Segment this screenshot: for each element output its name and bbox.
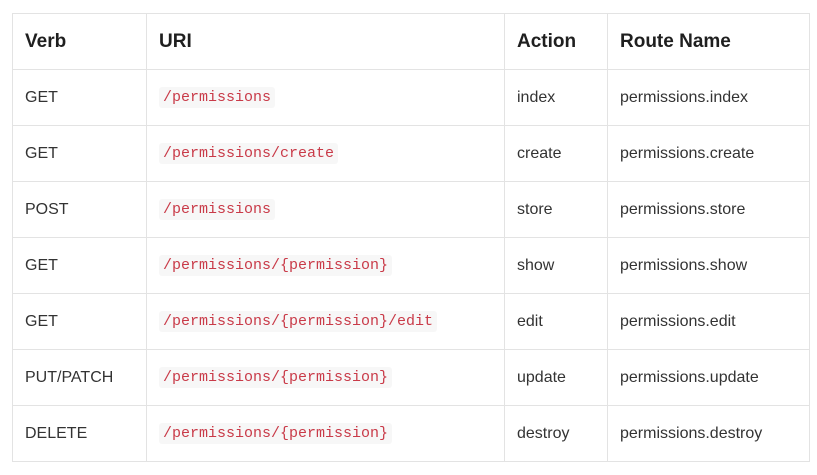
cell-uri: /permissions xyxy=(146,69,505,126)
cell-route-name: permissions.index xyxy=(607,69,810,126)
header-verb: Verb xyxy=(12,13,147,70)
table-row: POST /permissions store permissions.stor… xyxy=(12,181,810,238)
cell-route-name: permissions.edit xyxy=(607,293,810,350)
uri-code: /permissions xyxy=(159,199,276,220)
cell-uri: /permissions/{permission} xyxy=(146,405,505,462)
cell-verb: PUT/PATCH xyxy=(12,349,147,406)
header-row: Verb URI Action Route Name xyxy=(12,13,810,70)
cell-route-name: permissions.update xyxy=(607,349,810,406)
cell-verb: GET xyxy=(12,125,147,182)
cell-verb: GET xyxy=(12,69,147,126)
cell-verb: GET xyxy=(12,237,147,294)
cell-uri: /permissions/{permission} xyxy=(146,237,505,294)
table-header: Verb URI Action Route Name xyxy=(12,13,810,70)
cell-action: index xyxy=(504,69,608,126)
table-row: PUT/PATCH /permissions/{permission} upda… xyxy=(12,349,810,406)
cell-route-name: permissions.destroy xyxy=(607,405,810,462)
cell-action: store xyxy=(504,181,608,238)
cell-verb: DELETE xyxy=(12,405,147,462)
cell-verb: POST xyxy=(12,181,147,238)
resource-routes-table: Verb URI Action Route Name GET /permissi… xyxy=(12,13,810,462)
header-uri: URI xyxy=(146,13,505,70)
uri-code: /permissions/{permission} xyxy=(159,367,393,388)
header-route-name: Route Name xyxy=(607,13,810,70)
cell-route-name: permissions.show xyxy=(607,237,810,294)
cell-route-name: permissions.create xyxy=(607,125,810,182)
cell-action: create xyxy=(504,125,608,182)
cell-action: show xyxy=(504,237,608,294)
table-row: GET /permissions/{permission}/edit edit … xyxy=(12,293,810,350)
uri-code: /permissions xyxy=(159,87,276,108)
cell-verb: GET xyxy=(12,293,147,350)
table-row: DELETE /permissions/{permission} destroy… xyxy=(12,405,810,462)
table-row: GET /permissions index permissions.index xyxy=(12,69,810,126)
cell-route-name: permissions.store xyxy=(607,181,810,238)
cell-uri: /permissions xyxy=(146,181,505,238)
uri-code: /permissions/create xyxy=(159,143,339,164)
cell-action: destroy xyxy=(504,405,608,462)
cell-action: update xyxy=(504,349,608,406)
table-row: GET /permissions/{permission} show permi… xyxy=(12,237,810,294)
uri-code: /permissions/{permission} xyxy=(159,255,393,276)
table-row: GET /permissions/create create permissio… xyxy=(12,125,810,182)
cell-uri: /permissions/{permission}/edit xyxy=(146,293,505,350)
cell-uri: /permissions/{permission} xyxy=(146,349,505,406)
cell-uri: /permissions/create xyxy=(146,125,505,182)
cell-action: edit xyxy=(504,293,608,350)
header-action: Action xyxy=(504,13,608,70)
uri-code: /permissions/{permission} xyxy=(159,423,393,444)
table-body: GET /permissions index permissions.index… xyxy=(12,69,810,462)
uri-code: /permissions/{permission}/edit xyxy=(159,311,438,332)
